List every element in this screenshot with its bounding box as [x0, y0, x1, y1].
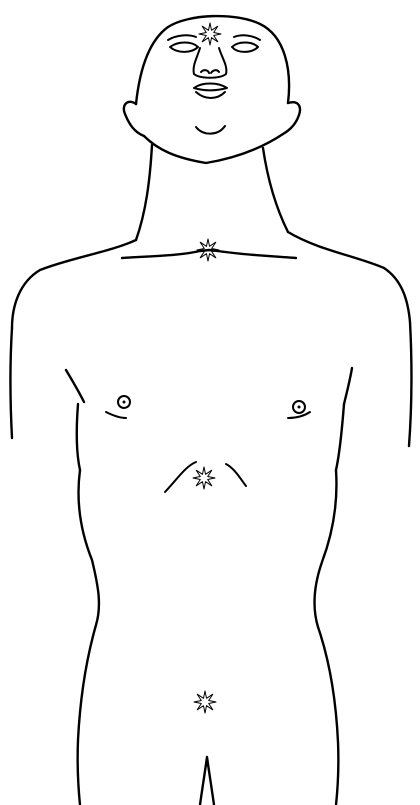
- star-markers: [193, 23, 221, 713]
- left-nipple-dot: [123, 401, 126, 404]
- left-ear: [124, 102, 144, 136]
- upper-lip: [194, 84, 227, 91]
- left-nostril: [201, 70, 209, 73]
- arms: [11, 322, 412, 446]
- left-eyebrow: [168, 35, 196, 40]
- left-pec-line: [106, 412, 126, 418]
- groin-line: [200, 757, 214, 805]
- left-shoulder: [12, 240, 136, 328]
- right-eye: [232, 43, 258, 52]
- right-shoulder: [288, 232, 410, 322]
- torso: [77, 404, 344, 805]
- forehead-star-marker: [199, 23, 221, 45]
- chin-line: [196, 126, 225, 134]
- torso-right-side: [315, 470, 339, 805]
- right-arm-outer: [409, 322, 411, 446]
- right-ear: [283, 102, 300, 134]
- nose: [194, 48, 227, 78]
- right-nostril: [211, 70, 219, 73]
- left-arm-outer: [11, 328, 13, 438]
- armpit-right: [336, 404, 344, 470]
- armpit-left: [77, 404, 80, 470]
- torso-left-side: [78, 470, 99, 805]
- neck-right: [263, 148, 288, 232]
- right-nipple-dot: [298, 406, 301, 409]
- chest: [106, 396, 310, 492]
- lower-lip: [196, 92, 225, 98]
- neck-left: [136, 145, 152, 240]
- neck-shoulders: [12, 145, 410, 328]
- left-eye: [170, 43, 198, 52]
- navel-star-marker: [194, 691, 216, 713]
- right-eyebrow: [234, 35, 260, 40]
- right-arm-inner: [344, 368, 352, 404]
- left-arm-inner: [66, 370, 84, 402]
- solar-plexus-star-marker: [193, 467, 215, 489]
- ribcage-arch: [165, 462, 246, 492]
- face: [168, 35, 260, 133]
